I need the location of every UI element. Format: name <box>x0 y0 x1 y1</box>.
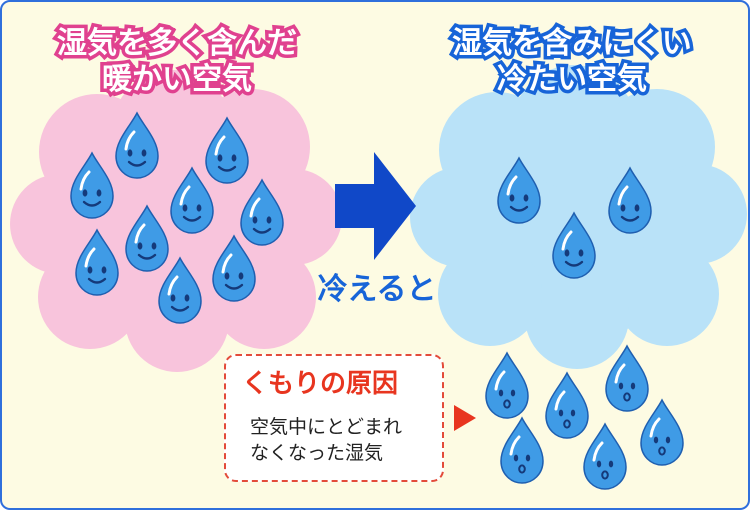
right-arrow-icon <box>335 152 416 260</box>
warm-air-title: 湿気を多く含んだ 暖かい空気 <box>12 23 342 101</box>
fog-cause-box: くもりの原因 空気中にとどまれ なくなった湿気 <box>224 354 444 482</box>
surprised-droplet-icon <box>544 371 590 440</box>
warm-air-title-line1: 湿気を多く含んだ <box>54 23 301 65</box>
cool-air-cloud <box>410 65 747 369</box>
cooling-label: 冷えると <box>317 272 437 307</box>
surprised-droplet-icon <box>499 416 545 485</box>
surprised-droplet-icon <box>639 398 685 467</box>
fog-cause-line1: 空気中にとどまれ <box>250 416 403 438</box>
cool-air-title-line2: 冷たい空気 <box>494 59 651 101</box>
fog-cause-title: くもりの原因 <box>242 369 399 399</box>
surprised-droplet-icon <box>582 422 628 491</box>
cool-air-title: 湿気を含みにくい 冷たい空気 <box>402 23 742 101</box>
cool-air-title-line1: 湿気を含みにくい <box>449 23 695 65</box>
warm-air-title-line2: 暖かい空気 <box>99 59 256 101</box>
fog-cause-description: 空気中にとどまれ なくなった湿気 <box>250 414 402 466</box>
red-pointer-arrow-icon <box>454 405 476 431</box>
surprised-droplet-icon <box>604 344 650 413</box>
fog-cause-line2: なくなった湿気 <box>250 442 384 464</box>
surprised-droplet-icon <box>484 351 530 420</box>
